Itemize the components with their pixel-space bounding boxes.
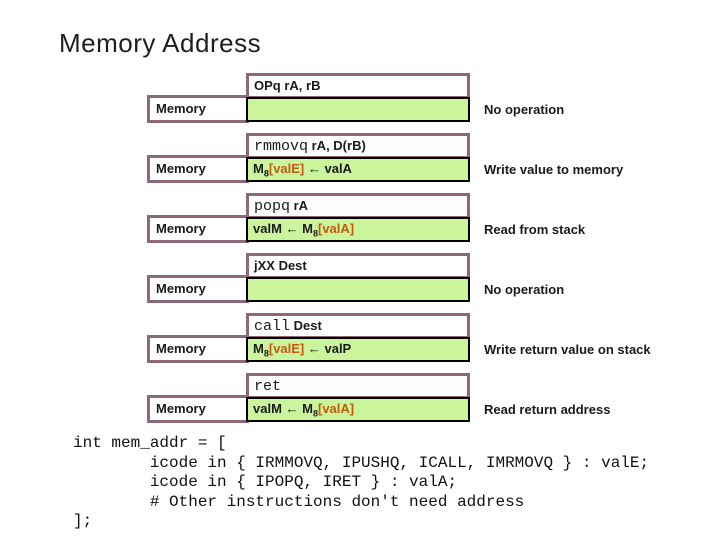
page-title: Memory Address	[59, 28, 262, 58]
highlighted-value: [valE]	[268, 341, 305, 356]
instruction-mnemonic: popq	[254, 198, 291, 215]
hcl-code-block: int mem_addr = [ icode in { IRMMOVQ, IPU…	[73, 434, 650, 530]
cell-text: M	[253, 341, 264, 356]
instruction-header: OPq rA, rB	[246, 73, 470, 99]
highlighted-value: [valA]	[317, 221, 355, 236]
stage-description: No operation	[484, 102, 565, 117]
instruction-operands: OPq rA, rB	[254, 78, 321, 93]
stage-action-cell: valM ← M8[valA]	[246, 397, 470, 422]
instruction-mnemonic: call	[254, 318, 291, 335]
cell-text: ← valP	[304, 341, 352, 356]
cell-text: 8	[312, 408, 318, 419]
cell-text: 8	[263, 348, 269, 359]
stage-label: Memory	[147, 335, 249, 363]
instruction-mnemonic: rmmovq	[254, 138, 309, 155]
highlighted-value: [valA]	[317, 401, 355, 416]
cell-text: 8	[312, 228, 318, 239]
instruction-mnemonic: ret	[254, 378, 282, 395]
stage-label: Memory	[147, 275, 249, 303]
cell-text: 8	[263, 168, 269, 179]
stage-action-cell	[246, 277, 470, 302]
instruction-header: popq rA	[246, 193, 470, 219]
instruction-header: rmmovq rA, D(rB)	[246, 133, 470, 159]
cell-text: valM ← M	[253, 221, 313, 236]
stage-action-cell	[246, 97, 470, 122]
cell-text: M	[253, 161, 264, 176]
stage-action-cell: M8[valE] ← valP	[246, 337, 470, 362]
instruction-operands: Dest	[290, 318, 322, 333]
stage-label: Memory	[147, 395, 249, 423]
instruction-header: ret	[246, 373, 470, 399]
highlighted-value: [valE]	[268, 161, 305, 176]
stage-description: Write value to memory	[484, 162, 624, 177]
stage-label: Memory	[147, 95, 249, 123]
instruction-operands: rA, D(rB)	[308, 138, 366, 153]
stage-action-cell: valM ← M8[valA]	[246, 217, 470, 242]
cell-text: ← valA	[304, 161, 352, 176]
instruction-header: call Dest	[246, 313, 470, 339]
instruction-operands: jXX Dest	[254, 258, 307, 273]
stage-action-cell: M8[valE] ← valA	[246, 157, 470, 182]
stage-label: Memory	[147, 155, 249, 183]
stage-description: No operation	[484, 282, 565, 297]
cell-text: valM ← M	[253, 401, 313, 416]
stage-label: Memory	[147, 215, 249, 243]
stage-description: Read return address	[484, 402, 611, 417]
stage-description: Write return value on stack	[484, 342, 651, 357]
stage-description: Read from stack	[484, 222, 586, 237]
instruction-header: jXX Dest	[246, 253, 470, 279]
instruction-operands: rA	[290, 198, 309, 213]
